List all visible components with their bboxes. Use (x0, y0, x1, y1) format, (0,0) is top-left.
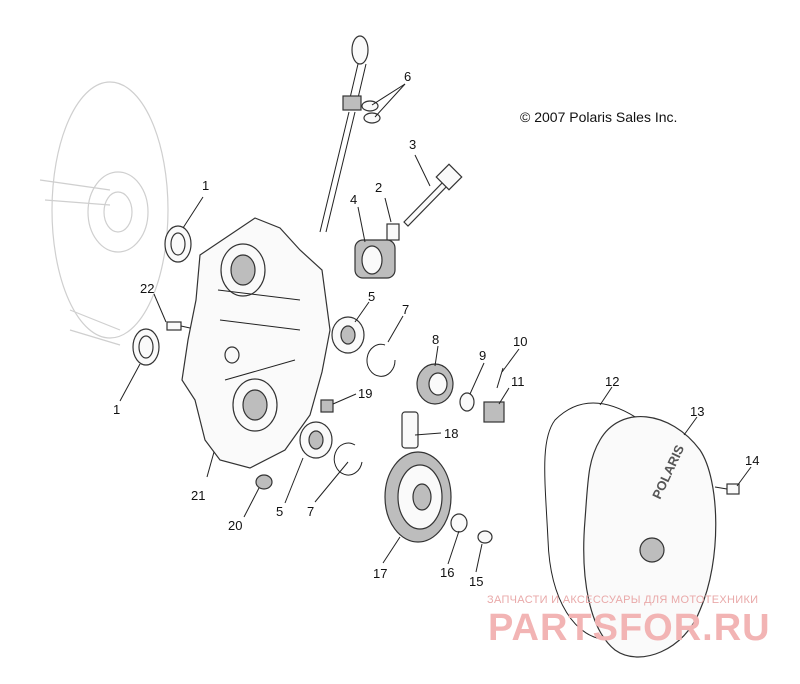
plug-2 (386, 223, 400, 241)
callout-20: 20 (228, 518, 242, 533)
callout-12: 12 (605, 374, 619, 389)
gear-17 (384, 451, 452, 543)
callout-15: 15 (469, 574, 483, 589)
bolt-14 (714, 483, 740, 495)
callout-8: 8 (432, 332, 439, 347)
callout-7-lower: 7 (307, 504, 314, 519)
callout-13: 13 (690, 404, 704, 419)
callout-2: 2 (375, 180, 382, 195)
callout-21: 21 (191, 488, 205, 503)
tensioner-4 (354, 239, 396, 279)
snap-ring-upper (366, 343, 396, 377)
cotter-pin-10 (496, 367, 504, 389)
seal-upper (164, 225, 192, 263)
washer-9 (459, 392, 475, 412)
copyright-text: © 2007 Polaris Sales Inc. (520, 109, 677, 125)
callout-4: 4 (350, 192, 357, 207)
pin-3 (403, 163, 463, 227)
callout-1-lower: 1 (113, 402, 120, 417)
bearing-upper (331, 316, 365, 354)
o-rings (361, 100, 381, 124)
ghost-clutch-disc (39, 81, 169, 346)
nut-19 (320, 399, 334, 413)
bearing-lower (299, 421, 333, 459)
callout-5-lower: 5 (276, 504, 283, 519)
snap-ring-lower (333, 442, 363, 476)
callout-1-upper: 1 (202, 178, 209, 193)
callout-3: 3 (409, 137, 416, 152)
watermark-logo: PARTSFOR.RU (488, 607, 771, 649)
cover-13 (583, 416, 717, 658)
callout-labels: 1 2 3 4 5 6 7 8 9 10 11 12 13 14 15 16 1… (113, 69, 759, 589)
callout-22: 22 (140, 281, 154, 296)
callout-14: 14 (745, 453, 759, 468)
callout-17: 17 (373, 566, 387, 581)
bolt-15 (477, 530, 493, 544)
callout-7-upper: 7 (402, 302, 409, 317)
leader-lines (119, 83, 752, 573)
callout-6: 6 (404, 69, 411, 84)
bolt-22 (166, 321, 191, 331)
callout-10: 10 (513, 334, 527, 349)
callout-9: 9 (479, 348, 486, 363)
seal-lower (132, 328, 160, 366)
callout-5-upper: 5 (368, 289, 375, 304)
callout-16: 16 (440, 565, 454, 580)
callout-18: 18 (444, 426, 458, 441)
dipstick (319, 35, 369, 233)
watermark-tagline: ЗАПЧАСТИ И АКСЕССУАРЫ ДЛЯ МОТОТЕХНИКИ (487, 594, 758, 606)
sprocket-8 (416, 363, 454, 405)
chain-link-18 (401, 411, 419, 449)
washer-16 (450, 513, 468, 533)
callout-11: 11 (511, 374, 525, 389)
chaincase-housing (181, 217, 331, 469)
plug-20 (255, 474, 273, 490)
nut-11 (483, 401, 505, 423)
callout-19: 19 (358, 386, 372, 401)
